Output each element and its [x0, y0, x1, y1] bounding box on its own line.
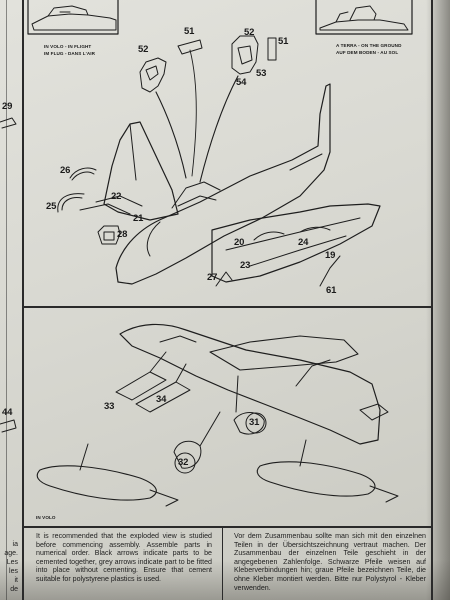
right-border-line [431, 0, 433, 600]
part-label-24: 24 [298, 237, 309, 248]
canopy-frame [47, 5, 89, 17]
part-label-61: 61 [326, 285, 337, 296]
part-label-23: 23 [240, 260, 251, 271]
part-32-circle [174, 452, 196, 474]
part-label-52-left: 52 [138, 44, 149, 55]
tail-plane [359, 403, 389, 421]
tail-fin-flight [295, 359, 331, 387]
inset-left-caption-2: IM FLUG - DANS L'AIR [44, 51, 96, 56]
part-26 [69, 167, 97, 179]
edge-text-3: Les [6, 559, 18, 566]
fuselage-top [115, 83, 331, 285]
part-33 [115, 371, 167, 401]
inset-right-caption-1: A TERRA - ON THE GROUND [336, 43, 402, 48]
inset-box-on-ground [315, 0, 413, 35]
canopy-open-frame [349, 5, 377, 21]
part-label-21: 21 [133, 213, 144, 224]
part-label-53: 53 [256, 68, 267, 79]
bottom-in-flight-caption: IN VOLO [36, 515, 56, 520]
seat-arrow-right [199, 75, 239, 183]
edge-text-6: de [10, 586, 18, 593]
part-label-19: 19 [325, 250, 336, 261]
seat-53-drawing [231, 35, 259, 75]
edge-number-44: 44 [2, 407, 13, 418]
part-label-22: 22 [111, 191, 122, 202]
part-25 [57, 193, 85, 213]
part-label-20: 20 [234, 237, 245, 248]
part-label-51-left: 51 [184, 26, 195, 37]
text-divider-line [23, 526, 432, 528]
edge-number-29: 29 [2, 101, 13, 112]
part-label-32: 32 [178, 457, 189, 468]
wing-right-20 [211, 203, 381, 283]
canopy-open-sketch [319, 19, 409, 31]
inset-box-in-flight [27, 0, 119, 35]
wing-flight-upper [209, 335, 359, 371]
middle-divider-line [23, 306, 432, 308]
part-24 [253, 231, 285, 241]
part-51-drawing [177, 39, 203, 55]
part-label-27: 27 [207, 272, 218, 283]
wing-left-22 [103, 121, 179, 221]
part-label-51-right: 51 [278, 36, 289, 47]
part-label-25: 25 [46, 201, 57, 212]
inset-right-caption-2: AUF DEM BODEN - AU SOL [336, 50, 399, 55]
part-label-26: 26 [60, 165, 71, 176]
drop-tank-left [36, 465, 157, 501]
part-label-52-right: 52 [244, 27, 255, 38]
wing-left-under [79, 203, 131, 215]
seat-arrow-left [155, 91, 187, 179]
edge-text-1: ia [12, 541, 18, 548]
seat-52-drawing [139, 57, 167, 93]
part-label-54: 54 [236, 77, 247, 88]
cockpit-opening [171, 181, 221, 209]
pitot-61 [319, 255, 341, 287]
part-51-right [267, 37, 277, 61]
canopy-closed-sketch [31, 13, 117, 31]
part-31 [233, 412, 265, 435]
page-edge-shadow [426, 0, 450, 600]
part-label-31: 31 [249, 417, 260, 428]
fuselage-flight [119, 323, 381, 445]
part-31-circle [245, 412, 267, 434]
edge-text-4: les [9, 568, 18, 575]
edge-text-5: it [14, 577, 19, 584]
edge-text-2: age. [4, 550, 18, 557]
drop-tank-right [256, 461, 376, 497]
page-bottom-shadow [0, 560, 450, 600]
instructions-english: It is recommended that the exploded view… [36, 532, 212, 583]
text-column-divider [222, 526, 224, 600]
edge-fragment-top [0, 117, 17, 129]
part-label-28: 28 [117, 229, 128, 240]
part-label-34: 34 [156, 394, 167, 405]
left-border-line [22, 0, 24, 600]
part-34 [135, 381, 191, 413]
far-left-line [6, 0, 7, 600]
part-label-33: 33 [104, 401, 115, 412]
intake-28 [97, 225, 121, 245]
edge-fragment-bottom [0, 419, 17, 433]
inset-left-caption-1: IN VOLO - IN FLIGHT [44, 44, 92, 49]
canopy-flight [159, 335, 197, 343]
part-27 [215, 271, 233, 287]
instructions-german: Vor dem Zusammenbau sollte man sich mit … [234, 532, 426, 592]
